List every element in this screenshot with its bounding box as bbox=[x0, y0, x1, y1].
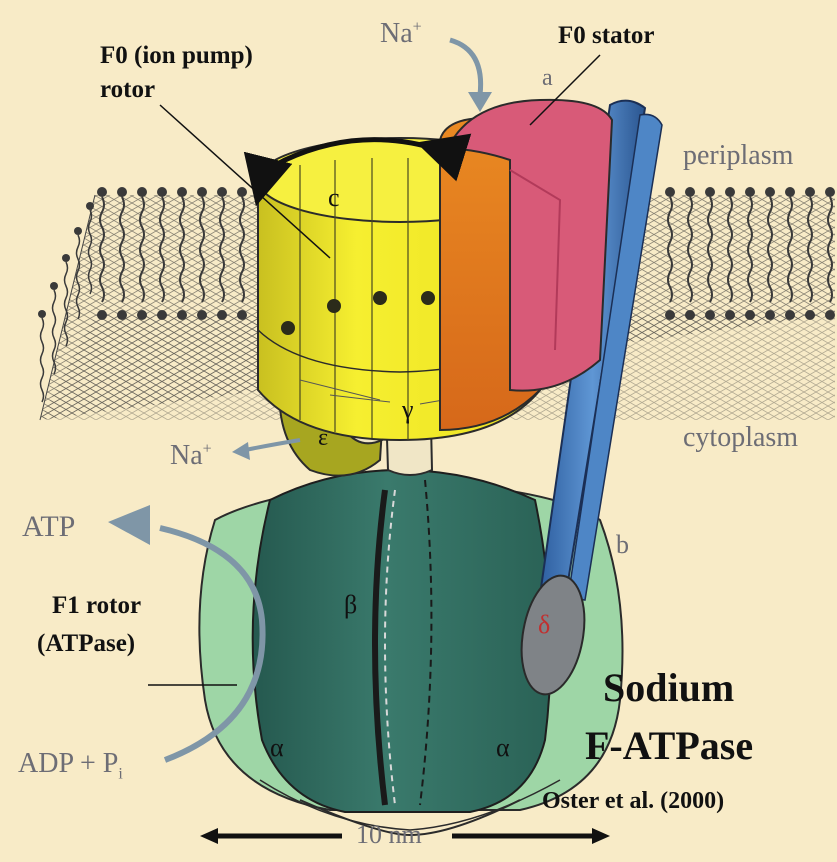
title-line1: Sodium bbox=[603, 664, 734, 711]
cytoplasm-label: cytoplasm bbox=[683, 422, 798, 454]
subunit-b-label: b bbox=[616, 530, 629, 560]
na-entry-label: Na+ bbox=[380, 18, 422, 50]
na-entry-arrow bbox=[450, 40, 481, 95]
gamma-label: γ bbox=[402, 395, 414, 425]
atp-arrowhead bbox=[108, 505, 150, 545]
epsilon-label: ε bbox=[318, 425, 328, 452]
na-exit-label: Na+ bbox=[170, 440, 212, 472]
subunit-c-label: c bbox=[328, 183, 340, 213]
citation: Oster et al. (2000) bbox=[542, 788, 724, 815]
periplasm-label: periplasm bbox=[683, 140, 793, 172]
f1-rotor-label-line1: F1 rotor bbox=[52, 592, 141, 620]
f0-rotor-label-line2: rotor bbox=[100, 76, 155, 104]
f0-stator-label: F0 stator bbox=[558, 22, 655, 50]
atp-label: ATP bbox=[22, 510, 75, 544]
delta-label: δ bbox=[538, 610, 550, 640]
beta-label: β bbox=[344, 590, 357, 620]
alpha-right-label: α bbox=[496, 733, 510, 763]
f1-rotor-label-line2: (ATPase) bbox=[37, 630, 135, 658]
subunit-a-label: a bbox=[542, 65, 553, 92]
title-line2: F-ATPase bbox=[585, 722, 753, 769]
scale-bar-label: 10 nm bbox=[356, 820, 422, 850]
f0-rotor-label-line1: F0 (ion pump) bbox=[100, 42, 253, 70]
alpha-left-label: α bbox=[270, 733, 284, 763]
adp-pi-label: ADP + Pi bbox=[18, 748, 123, 784]
